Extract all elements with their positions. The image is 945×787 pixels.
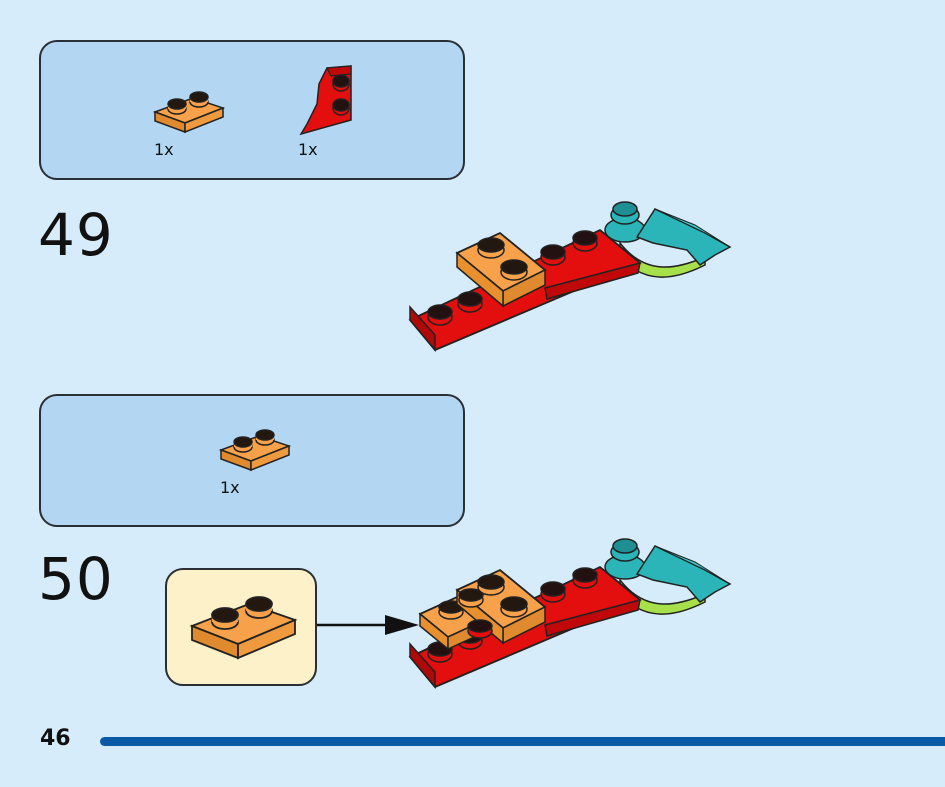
orange-plate-1x2-icon [152,91,226,134]
orange-plate-1x2-icon [218,429,292,472]
red-wedge-plate-icon [299,65,352,136]
orange-plate-1x2-icon [189,596,298,660]
part-callout-box [165,568,317,686]
part-quantity: 1x [154,140,174,159]
parts-list-box-step-49: 1x 1x [39,40,465,180]
page-number: 46 [40,726,71,751]
model-step-49-illustration [408,201,732,353]
model-step-50-illustration [408,538,732,690]
parts-list-box-step-50: 1x [39,394,465,527]
step-number: 49 [38,201,114,269]
part-quantity: 1x [220,478,240,497]
placement-arrow-icon [317,615,419,635]
page-progress-bar [100,737,945,746]
step-number: 50 [38,545,114,613]
part-quantity: 1x [298,140,318,159]
